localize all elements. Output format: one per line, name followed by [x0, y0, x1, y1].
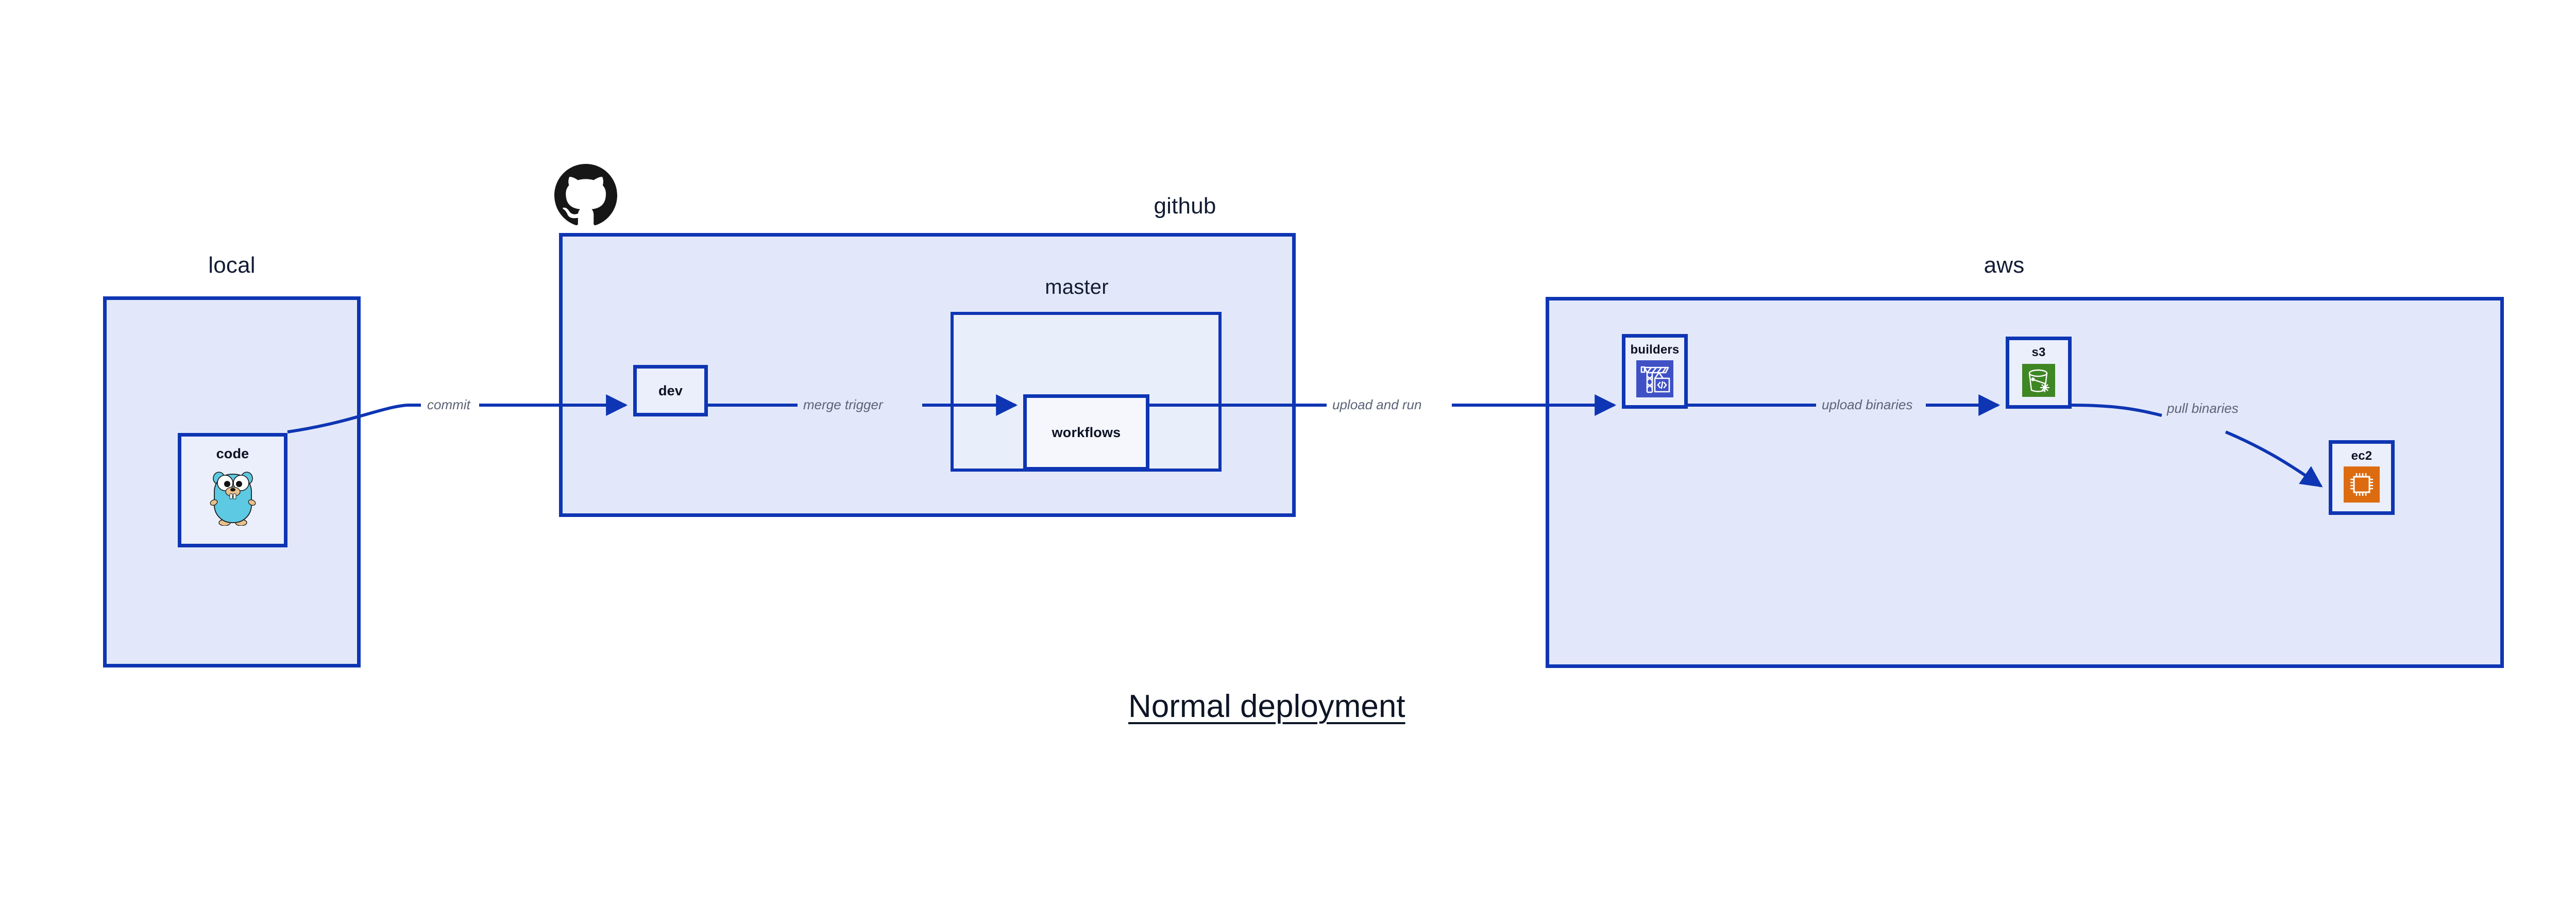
- node-label-ec2: ec2: [2351, 449, 2372, 463]
- diagram-title: Normal deployment: [1128, 689, 1405, 724]
- group-label-local: local: [208, 253, 256, 278]
- aws-ec2-chip-icon: [2344, 466, 2380, 503]
- github-logo-icon: [554, 164, 617, 225]
- node-s3[interactable]: s3: [2006, 337, 2072, 409]
- node-label-s3: s3: [2031, 345, 2046, 359]
- edge-label-commit: commit: [424, 397, 473, 413]
- group-label-master: master: [1045, 276, 1109, 298]
- node-ec2[interactable]: ec2: [2329, 440, 2395, 515]
- edge-label-merge-trigger: merge trigger: [800, 397, 886, 413]
- node-dev[interactable]: dev: [633, 365, 708, 416]
- node-label-dev: dev: [658, 382, 683, 398]
- edge-label-pull-binaries: pull binaries: [2164, 400, 2242, 416]
- node-label-workflows: workflows: [1052, 424, 1121, 440]
- aws-s3-bucket-icon: [2022, 364, 2055, 397]
- group-label-github: github: [1154, 193, 1216, 219]
- node-code[interactable]: code: [178, 433, 287, 547]
- node-workflows[interactable]: workflows: [1023, 394, 1149, 471]
- aws-crane-builder-icon: [1636, 360, 1673, 397]
- go-gopher-icon: [210, 472, 256, 526]
- edge-label-upload-and-run: upload and run: [1329, 397, 1425, 413]
- edge-label-upload-binaries: upload binaries: [1819, 397, 1916, 413]
- group-label-aws: aws: [1984, 253, 2025, 278]
- node-label-code: code: [216, 446, 249, 461]
- node-builders[interactable]: builders: [1622, 334, 1688, 409]
- node-label-builders: builders: [1630, 343, 1680, 357]
